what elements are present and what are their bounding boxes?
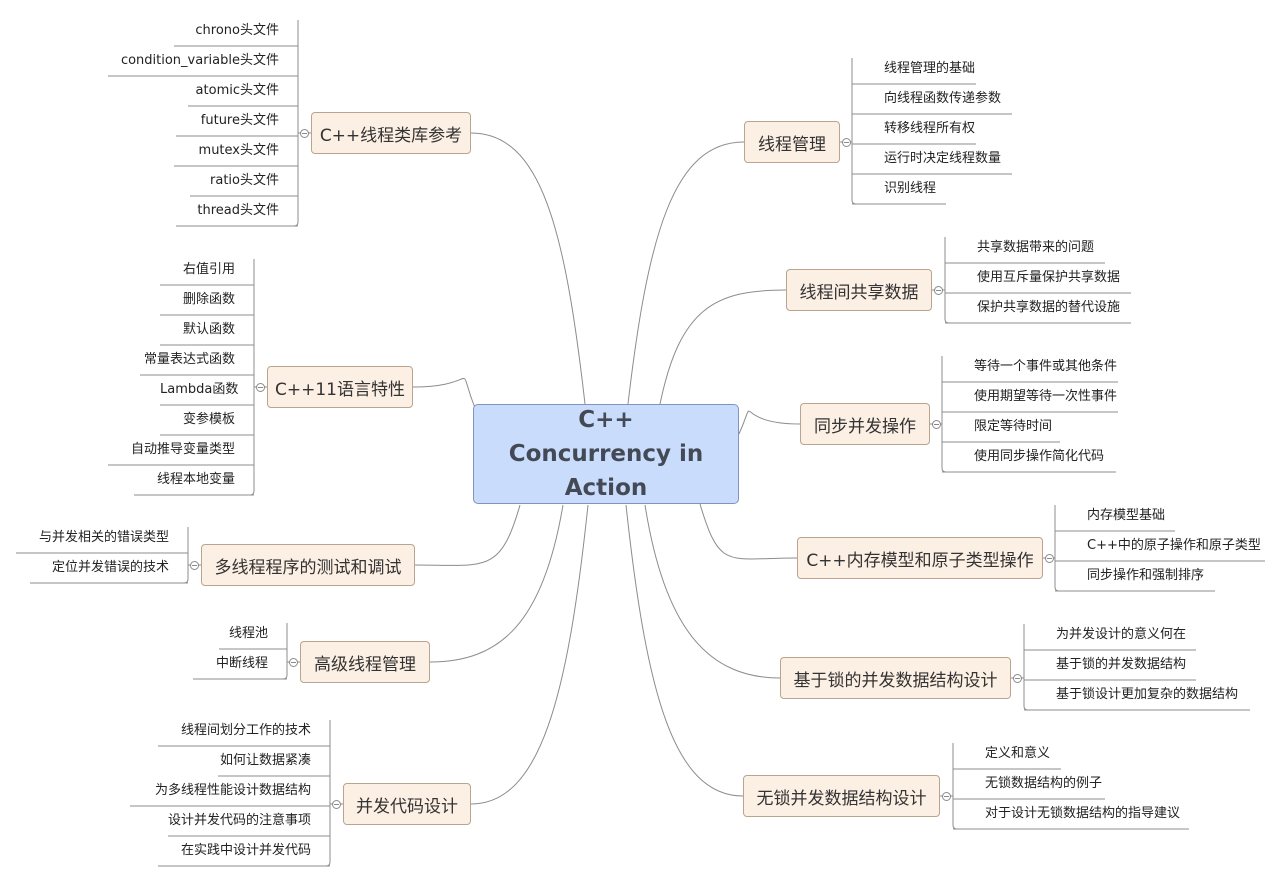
branch-topic-label: 无锁并发数据结构设计 — [756, 788, 927, 809]
branch-topic-label: C++内存模型和原子类型操作 — [806, 550, 1034, 571]
central-connector-b11 — [470, 504, 589, 805]
subtopic-item[interactable]: 定位并发错误的技术 — [51, 560, 169, 575]
subtopic-item[interactable]: 向线程函数传递参数 — [884, 91, 1002, 106]
subtopic-item[interactable]: 自动推导变量类型 — [130, 442, 235, 457]
branch-topic-b4[interactable]: C++内存模型和原子类型操作 — [797, 537, 1043, 579]
subtopic-item[interactable]: 变参模板 — [182, 412, 235, 427]
subtopic-item[interactable]: 设计并发代码的注意事项 — [168, 813, 312, 828]
branch-topic-b1[interactable]: 线程管理 — [744, 121, 840, 163]
branch-topic-label: 线程间共享数据 — [799, 282, 919, 303]
subtopic-item[interactable]: 识别线程 — [884, 181, 937, 196]
collapse-toggle-icon[interactable] — [332, 800, 341, 809]
subtopic-item[interactable]: 转移线程所有权 — [884, 121, 976, 136]
central-connector-b6 — [625, 504, 744, 797]
subtopic-item[interactable]: Lambda函数 — [160, 382, 239, 397]
subtopic-item[interactable]: C++中的原子操作和原子类型 — [1087, 538, 1261, 553]
subtopic-item[interactable]: condition_variable头文件 — [120, 53, 279, 68]
central-topic[interactable]: C++ Concurrency in Action — [473, 404, 739, 504]
branch-topic-b9[interactable]: 多线程程序的测试和调试 — [201, 544, 415, 586]
subtopic-item[interactable]: 与并发相关的错误类型 — [38, 530, 169, 545]
branch-topic-label: 高级线程管理 — [314, 654, 416, 675]
branch-topic-b8[interactable]: C++11语言特性 — [267, 366, 413, 408]
branch-topic-b10[interactable]: 高级线程管理 — [300, 641, 430, 683]
subtopic-item[interactable]: 定义和意义 — [985, 746, 1051, 761]
subtopic-item[interactable]: 使用互斥量保护共享数据 — [977, 270, 1121, 285]
branch-topic-b7[interactable]: C++线程类库参考 — [311, 112, 471, 154]
subtopic-item[interactable]: 对于设计无锁数据结构的指导建议 — [985, 806, 1181, 821]
collapse-toggle-icon[interactable] — [932, 420, 941, 429]
subtopic-item[interactable]: mutex头文件 — [198, 143, 279, 158]
central-connector-b4 — [699, 503, 798, 560]
subtopic-item[interactable]: 无锁数据结构的例子 — [985, 776, 1103, 791]
collapse-toggle-icon[interactable] — [289, 658, 298, 667]
subtopic-item[interactable]: 中断线程 — [215, 656, 268, 671]
branch-topic-label: 多线程程序的测试和调试 — [214, 557, 402, 578]
subtopic-item[interactable]: 为并发设计的意义何在 — [1056, 627, 1187, 642]
subtopic-item[interactable]: future头文件 — [200, 113, 279, 128]
central-connector-b3 — [738, 410, 801, 435]
subtopic-item[interactable]: 保护共享数据的替代设施 — [977, 300, 1121, 315]
subtopic-item[interactable]: atomic头文件 — [195, 83, 279, 98]
subtopic-item[interactable]: 同步操作和强制排序 — [1087, 568, 1205, 583]
subtopic-item[interactable]: 基于锁的并发数据结构 — [1056, 657, 1187, 672]
central-connector-b7 — [470, 132, 586, 405]
collapse-toggle-icon[interactable] — [256, 383, 265, 392]
subtopic-item[interactable]: 运行时决定线程数量 — [884, 151, 1002, 166]
branch-topic-b6[interactable]: 无锁并发数据结构设计 — [743, 775, 940, 817]
collapse-toggle-icon[interactable] — [1013, 674, 1022, 683]
branch-topic-b3[interactable]: 同步并发操作 — [800, 403, 930, 445]
branch-topic-b5[interactable]: 基于锁的并发数据结构设计 — [780, 657, 1011, 699]
central-topic-title: C++ Concurrency in Action — [508, 407, 704, 501]
central-connector-b5 — [644, 504, 781, 679]
collapse-toggle-icon[interactable] — [942, 792, 951, 801]
subtopic-item[interactable]: 线程间划分工作的技术 — [180, 723, 311, 738]
branch-topic-b11[interactable]: 并发代码设计 — [343, 783, 471, 825]
subtopic-item[interactable]: 线程管理的基础 — [884, 61, 976, 76]
subtopic-item[interactable]: thread头文件 — [197, 203, 279, 218]
branch-topic-label: 线程管理 — [758, 134, 826, 155]
collapse-toggle-icon[interactable] — [842, 138, 851, 147]
branch-topic-label: 基于锁的并发数据结构设计 — [793, 670, 998, 691]
subtopic-item[interactable]: 使用同步操作简化代码 — [974, 449, 1105, 464]
central-connector-b9 — [414, 504, 521, 566]
branch-topic-label: 同步并发操作 — [814, 416, 916, 437]
subtopic-item[interactable]: 内存模型基础 — [1087, 508, 1166, 523]
subtopic-item[interactable]: 线程池 — [228, 626, 268, 641]
collapse-toggle-icon[interactable] — [1045, 554, 1054, 563]
subtopic-item[interactable]: chrono头文件 — [195, 23, 279, 38]
subtopic-item[interactable]: 常量表达式函数 — [143, 352, 235, 367]
subtopic-item[interactable]: ratio头文件 — [210, 173, 279, 188]
collapse-toggle-icon[interactable] — [190, 561, 199, 570]
central-connector-b10 — [429, 504, 564, 663]
subtopic-item[interactable]: 在实践中设计并发代码 — [180, 843, 311, 858]
collapse-toggle-icon[interactable] — [934, 286, 943, 295]
subtopic-item[interactable]: 右值引用 — [182, 262, 235, 277]
subtopic-item[interactable]: 限定等待时间 — [974, 419, 1053, 434]
central-connector-b2 — [659, 289, 787, 405]
subtopic-item[interactable]: 共享数据带来的问题 — [977, 240, 1095, 255]
subtopic-item[interactable]: 如何让数据紧凑 — [219, 753, 311, 768]
subtopic-item[interactable]: 使用期望等待一次性事件 — [974, 389, 1118, 404]
central-connector-b1 — [627, 141, 745, 405]
subtopic-item[interactable]: 默认函数 — [182, 322, 235, 337]
subtopic-item[interactable]: 等待一个事件或其他条件 — [974, 359, 1118, 374]
subtopic-item[interactable]: 基于锁设计更加复杂的数据结构 — [1056, 687, 1239, 702]
subtopic-item[interactable]: 线程本地变量 — [156, 472, 235, 487]
central-connector-b8 — [412, 377, 476, 409]
branch-topic-label: 并发代码设计 — [356, 796, 458, 817]
branch-topic-label: C++11语言特性 — [275, 379, 405, 400]
branch-topic-b2[interactable]: 线程间共享数据 — [786, 269, 932, 311]
collapse-toggle-icon[interactable] — [300, 129, 309, 138]
subtopic-item[interactable]: 为多线程性能设计数据结构 — [154, 783, 311, 798]
branch-topic-label: C++线程类库参考 — [319, 125, 463, 146]
subtopic-item[interactable]: 删除函数 — [182, 292, 235, 307]
